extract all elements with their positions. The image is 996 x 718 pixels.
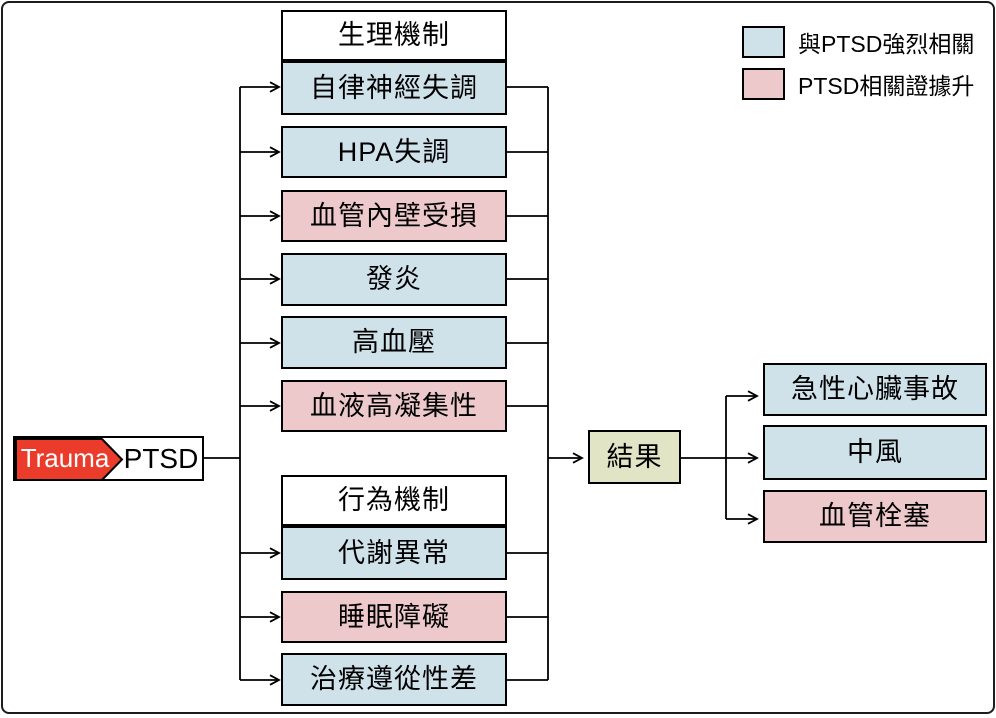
mechanism-box-hpa: HPA失調 — [281, 126, 507, 178]
trauma-arrow-icon — [15, 438, 124, 481]
legend-swatch-blue — [742, 26, 785, 58]
mechanism-box-hypercoagulability: 血液高凝集性 — [281, 380, 507, 432]
mechanism-box-autonomic: 自律神經失調 — [281, 61, 507, 115]
mechanism-box-hypertension: 高血壓 — [281, 316, 507, 369]
legend-item-strong: 與PTSD強烈相關 — [742, 26, 974, 58]
group-header-physiological: 生理機制 — [281, 10, 507, 61]
legend-swatch-pink — [742, 68, 785, 100]
group-header-behavioral: 行為機制 — [281, 475, 507, 526]
mechanism-box-endothelium: 血管內壁受損 — [281, 190, 507, 242]
ptsd-label: PTSD — [123, 442, 199, 474]
legend-label-strong: 與PTSD強烈相關 — [798, 31, 975, 57]
outcome-box-thrombosis: 血管栓塞 — [763, 490, 987, 543]
outcome-box-cardiac: 急性心臟事故 — [763, 363, 987, 416]
legend-label-emerging: PTSD相關證據升 — [798, 73, 975, 99]
mechanism-box-metabolic: 代謝異常 — [281, 526, 507, 580]
outcome-box-stroke: 中風 — [763, 425, 987, 480]
legend-item-emerging: PTSD相關證據升 — [742, 68, 974, 100]
mechanism-box-inflammation: 發炎 — [281, 253, 507, 306]
trauma-label: Trauma — [20, 443, 110, 473]
trauma-ptsd-node: Trauma PTSD — [13, 436, 204, 481]
result-box: 結果 — [588, 430, 681, 484]
mechanism-box-sleep: 睡眠障礙 — [281, 591, 507, 643]
mechanism-box-adherence: 治療遵從性差 — [281, 653, 507, 706]
